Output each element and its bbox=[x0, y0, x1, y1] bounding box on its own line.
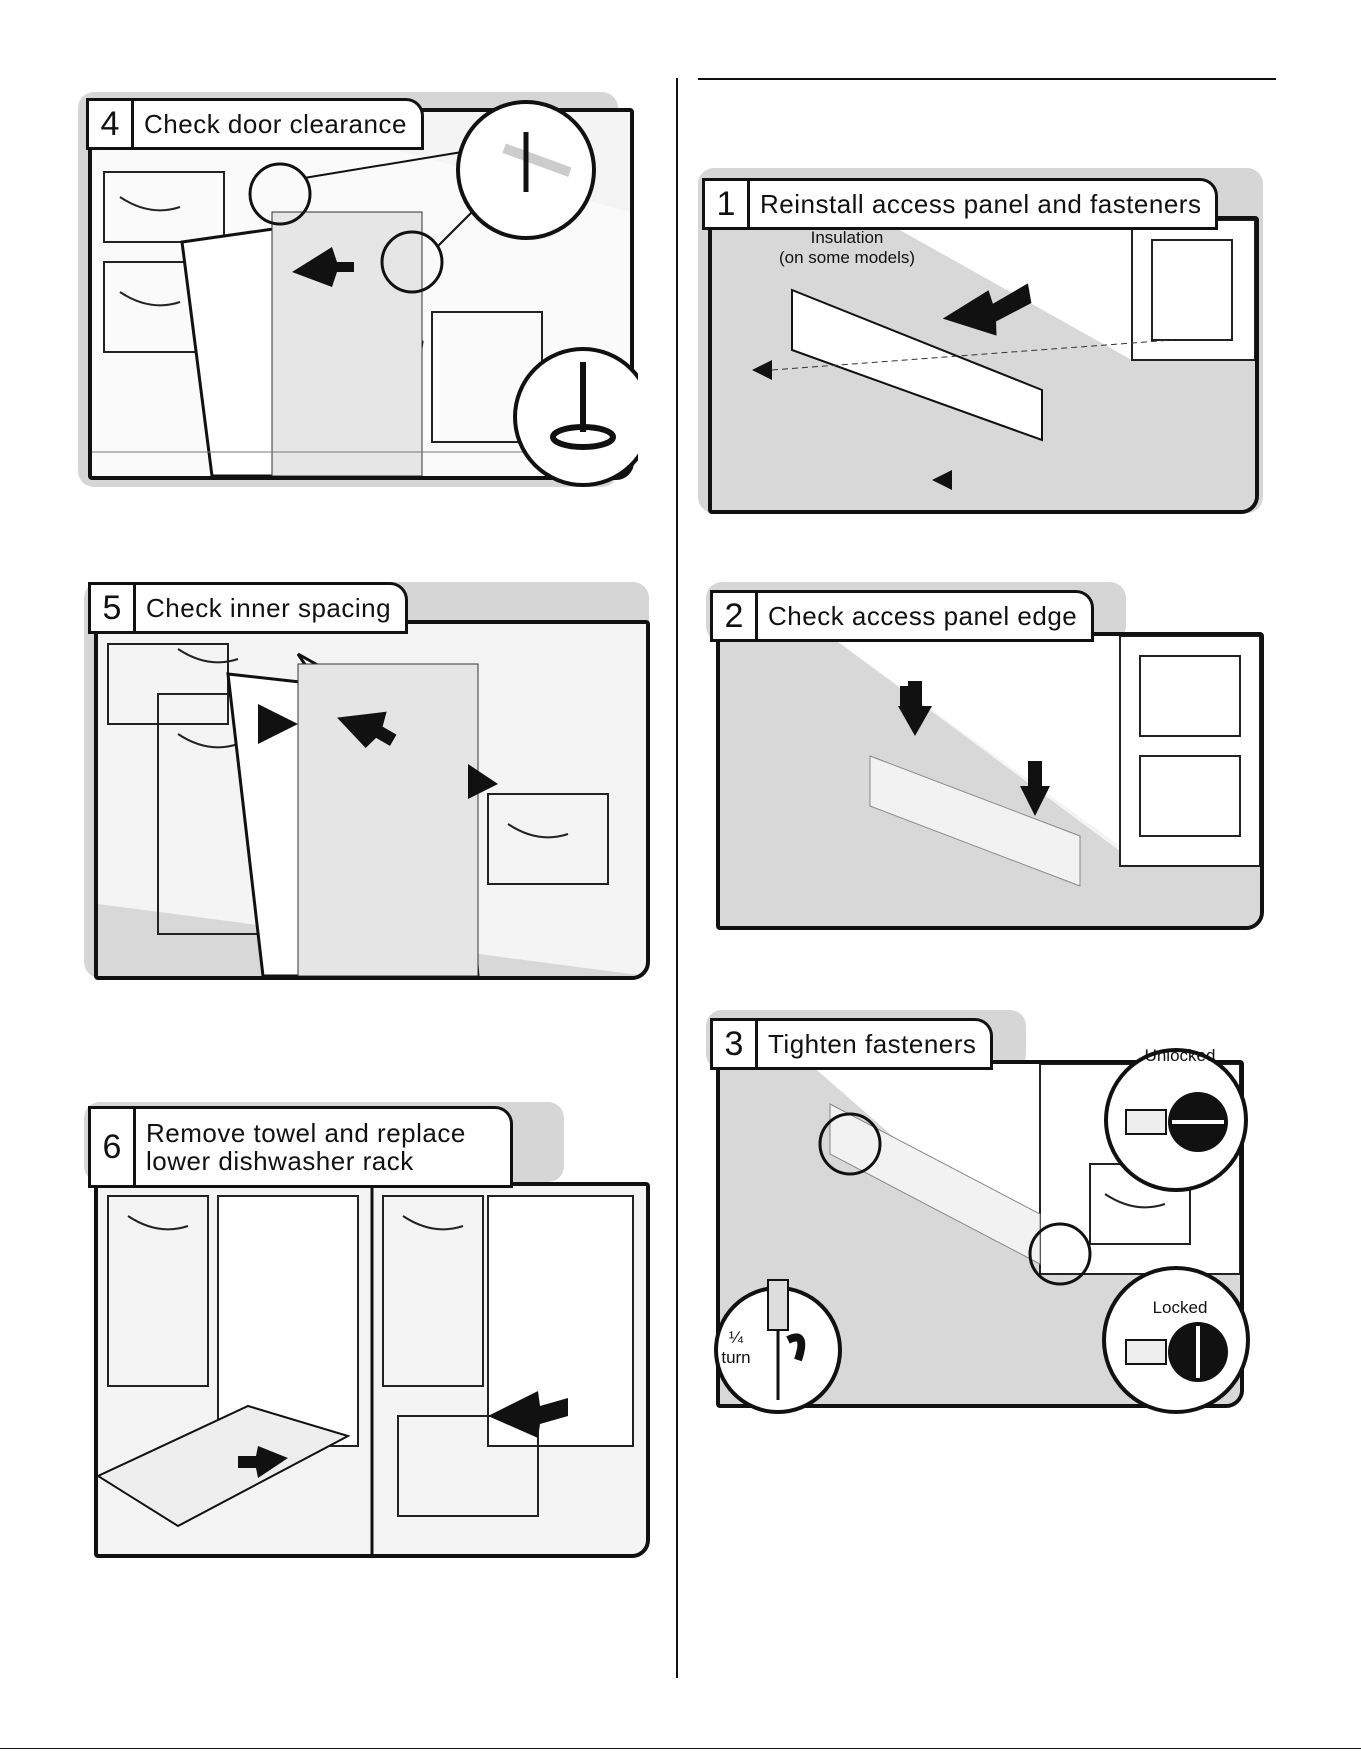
locked-label: Locked bbox=[1130, 1298, 1230, 1318]
top-rule bbox=[698, 78, 1276, 80]
step-4-tab: 4 Check door clearance bbox=[86, 98, 424, 150]
step-1-panel: Insulation (on some models) 1 Reinstall … bbox=[698, 168, 1268, 518]
step-4-panel: 4 Check door clearance bbox=[78, 92, 638, 492]
step-2-number: 2 bbox=[713, 593, 758, 639]
tighten-fasteners-illustration bbox=[720, 1064, 1240, 1404]
step-3-number: 3 bbox=[713, 1021, 758, 1067]
dishwasher-door-clearance-illustration bbox=[92, 112, 630, 476]
step-2-panel: 2 Check access panel edge bbox=[706, 582, 1271, 932]
step-2-illustration bbox=[716, 632, 1264, 930]
towel-and-rack-illustration bbox=[98, 1186, 646, 1554]
step-3-panel: Unlocked Locked ¼ turn 3 Tighten fastene… bbox=[706, 1010, 1278, 1440]
step-4-number: 4 bbox=[89, 101, 134, 147]
step-1-title: Reinstall access panel and fasteners bbox=[750, 189, 1215, 220]
step-2-title: Check access panel edge bbox=[758, 601, 1091, 632]
step-6-number: 6 bbox=[91, 1109, 136, 1185]
quarter-fraction: ¼ bbox=[716, 1328, 756, 1348]
bottom-rule bbox=[0, 1748, 1361, 1749]
unlocked-label: Unlocked bbox=[1130, 1046, 1230, 1066]
step-5-title: Check inner spacing bbox=[136, 593, 405, 624]
turn-word: turn bbox=[716, 1348, 756, 1368]
step-5-illustration bbox=[94, 620, 650, 980]
step-2-tab: 2 Check access panel edge bbox=[710, 590, 1094, 642]
access-panel-edge-illustration bbox=[720, 636, 1260, 926]
insulation-label-line1: Insulation bbox=[762, 228, 932, 248]
step-5-panel: 5 Check inner spacing bbox=[84, 582, 654, 982]
insulation-label: Insulation (on some models) bbox=[762, 228, 932, 268]
insulation-label-line2: (on some models) bbox=[762, 248, 932, 268]
step-3-tab: 3 Tighten fasteners bbox=[710, 1018, 993, 1070]
step-3-title: Tighten fasteners bbox=[758, 1029, 990, 1060]
step-1-tab: 1 Reinstall access panel and fasteners bbox=[702, 178, 1218, 230]
quarter-turn-label: ¼ turn bbox=[716, 1328, 756, 1368]
dishwasher-inner-spacing-illustration bbox=[98, 624, 646, 976]
step-5-tab: 5 Check inner spacing bbox=[88, 582, 408, 634]
step-4-title: Check door clearance bbox=[134, 109, 421, 140]
step-6-panel: 6 Remove towel and replace lower dishwas… bbox=[84, 1102, 654, 1562]
step-1-number: 1 bbox=[705, 181, 750, 227]
step-6-tab: 6 Remove towel and replace lower dishwas… bbox=[88, 1106, 513, 1188]
step-3-illustration bbox=[716, 1060, 1244, 1408]
step-5-number: 5 bbox=[91, 585, 136, 631]
column-divider bbox=[676, 78, 678, 1678]
step-6-title: Remove towel and replace lower dishwashe… bbox=[136, 1119, 510, 1175]
step-4-illustration bbox=[88, 108, 634, 480]
step-6-illustration bbox=[94, 1182, 650, 1558]
